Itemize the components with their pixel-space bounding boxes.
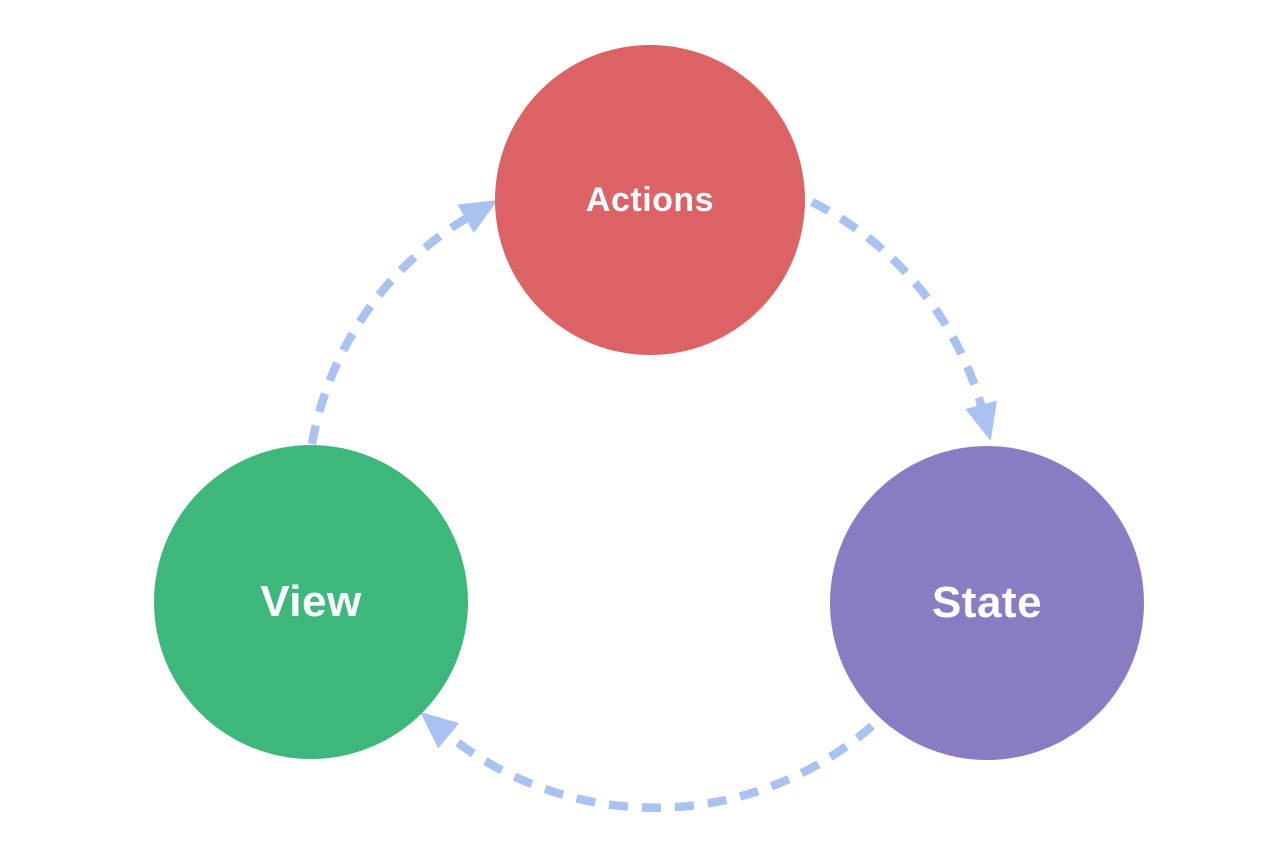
node-state: State	[830, 446, 1144, 760]
cycle-arrow-actions-to-state	[810, 198, 997, 441]
node-view-label: View	[260, 577, 362, 626]
node-actions: Actions	[495, 45, 805, 355]
cycle-arrow-state-to-view	[420, 711, 875, 812]
node-actions-label: Actions	[585, 181, 715, 219]
node-view: View	[154, 445, 468, 759]
cycle-arrow-view-to-actions	[307, 200, 498, 445]
node-state-label: State	[931, 578, 1043, 627]
